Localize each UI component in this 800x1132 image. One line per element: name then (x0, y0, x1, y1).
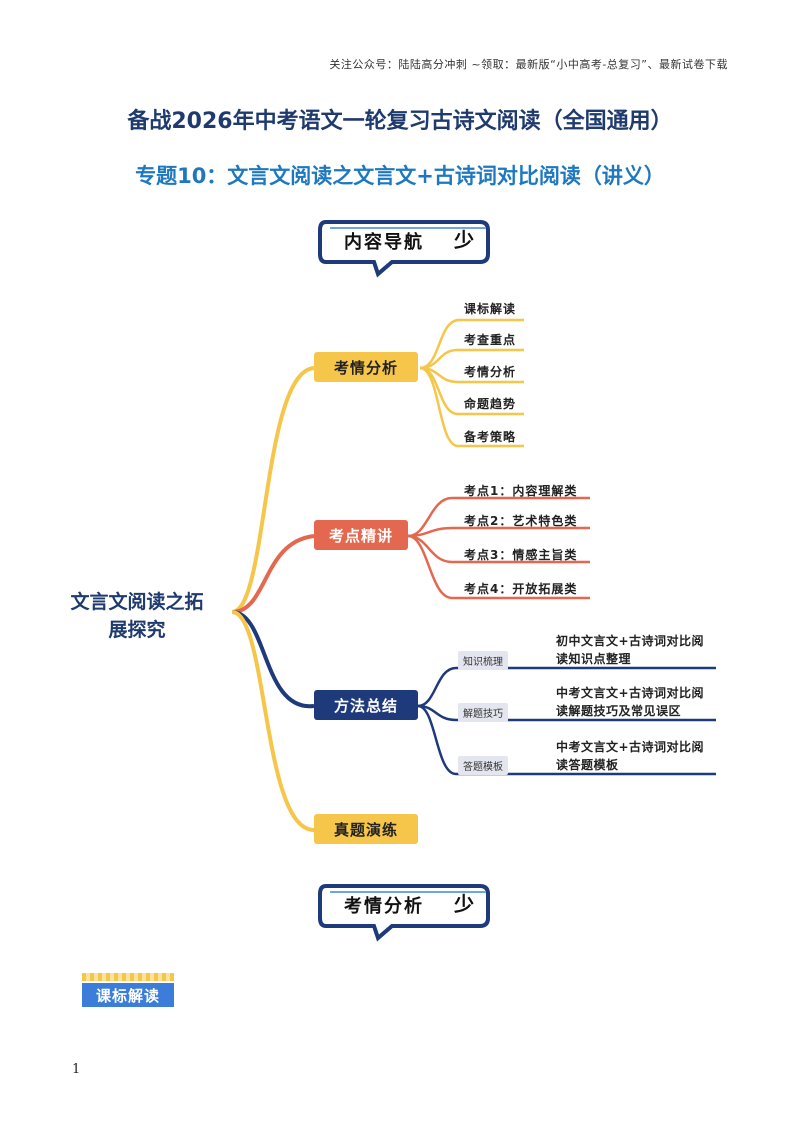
list-item: 中考文言文+古诗词对比阅读答题模板 (556, 740, 705, 772)
branch-analysis: 考情分析 (314, 352, 418, 382)
list-item: 初中文言文+古诗词对比阅读知识点整理 (556, 634, 705, 666)
header-note: 关注公众号：陆陆高分冲刺 ~领取：最新版“小中高考-总复习”、最新试卷下载 (329, 58, 728, 71)
list-item: 命题趋势 (464, 397, 517, 411)
branch-methods: 方法总结 (314, 690, 418, 720)
section-label: 课标解读 (82, 973, 174, 1007)
branch-practice: 真题演练 (314, 814, 418, 844)
list-item: 备考策略 (464, 430, 517, 444)
bubble-title: 考情分析 (344, 896, 424, 917)
label-stripe (82, 973, 174, 981)
list-item: 课标解读 (464, 302, 517, 316)
list-item: 考点3：情感主旨类 (464, 548, 578, 562)
branch-points: 考点精讲 (314, 520, 408, 550)
bubble-title: 内容导航 (344, 232, 424, 253)
list-item: 考点4：开放拓展类 (464, 582, 578, 596)
method-tag: 知识梳理 (458, 651, 508, 670)
list-item: 考点2：艺术特色类 (464, 514, 578, 528)
method-tag: 解题技巧 (458, 703, 508, 722)
mindmap-root: 文言文阅读之拓展探究 (70, 591, 204, 641)
page-number: 1 (72, 1062, 81, 1077)
pencil-icon: 少 (454, 892, 474, 916)
list-item: 考情分析 (464, 365, 517, 379)
list-item: 考查重点 (464, 333, 517, 347)
content-nav-bubble: 内容导航 少 (316, 216, 496, 278)
pencil-icon: 少 (454, 228, 474, 252)
mind-map (231, 318, 716, 832)
section-label-text: 课标解读 (82, 983, 174, 1007)
list-item: 中考文言文+古诗词对比阅读解题技巧及常见误区 (556, 686, 705, 718)
sub-title: 专题10：文言文阅读之文言文+古诗词对比阅读（讲义） (135, 164, 665, 188)
analysis-bubble: 考情分析 少 (316, 880, 496, 942)
method-tag: 答题模板 (458, 756, 508, 775)
list-item: 考点1：内容理解类 (464, 484, 578, 498)
main-title: 备战2026年中考语文一轮复习古诗文阅读（全国通用） (127, 109, 673, 134)
